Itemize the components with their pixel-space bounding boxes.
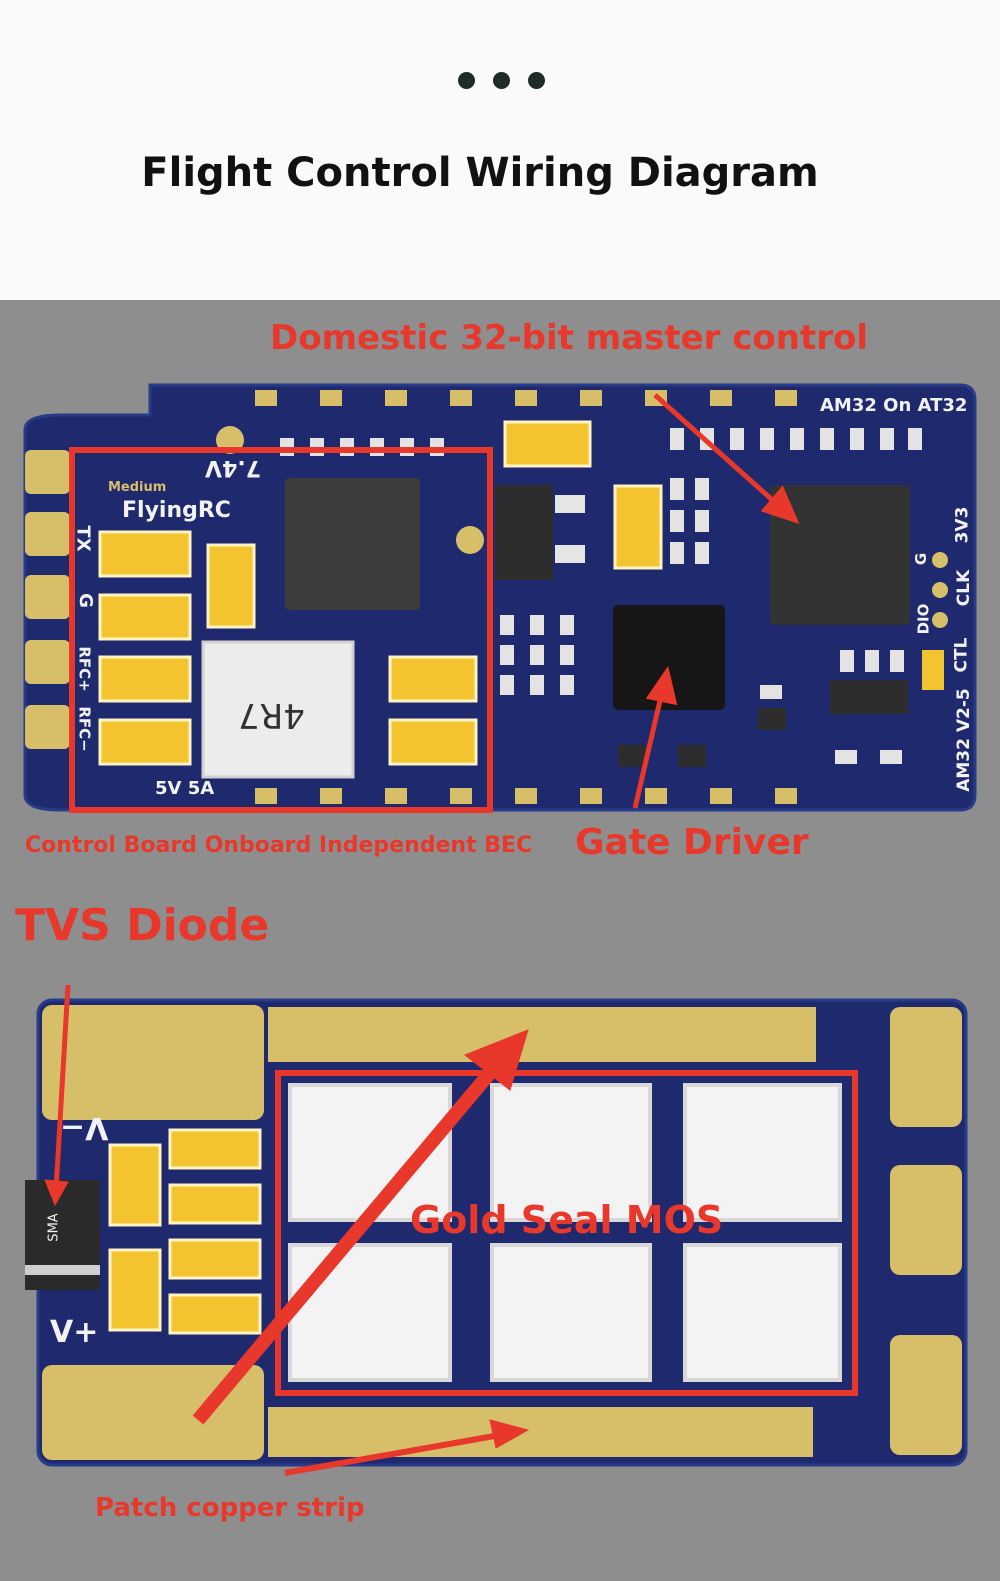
silk-5v-5a: 5V 5A: [155, 778, 215, 799]
silk-brand: FlyingRC: [122, 498, 231, 523]
silk-clk: CLK: [954, 569, 975, 607]
label-gate-driver: Gate Driver: [575, 822, 809, 863]
silk-4r7: 4R7: [238, 695, 305, 735]
silk-tx: TX: [72, 525, 94, 552]
label-tvs-diode: TVS Diode: [15, 900, 270, 951]
label-bec: Control Board Onboard Independent BEC: [25, 833, 533, 858]
bottom-panel: TVS Diode Gold Seal MOS Patch copper str…: [0, 895, 1000, 1581]
silk-ctl: CTL: [951, 637, 972, 673]
top-board-illustration: [23, 383, 977, 813]
label-gold-seal-mos: Gold Seal MOS: [410, 1198, 724, 1242]
silk-am32-at32: AM32 On AT32: [820, 395, 968, 416]
top-panel: Domestic 32-bit master control Control B…: [0, 300, 1000, 895]
silk-dio: DIO: [914, 603, 933, 635]
bottom-board-illustration: [25, 984, 968, 1476]
silk-sma: SMA: [46, 1213, 62, 1242]
dots-icon: [458, 72, 545, 89]
header: Flight Control Wiring Diagram: [0, 0, 1000, 302]
dot: [528, 72, 545, 89]
silk-3v3: 3V3: [952, 506, 973, 544]
silk-v-plus: V+: [50, 1315, 99, 1350]
silk-rfc-minus: RFC−: [75, 706, 94, 752]
label-master-control: Domestic 32-bit master control: [270, 318, 868, 358]
dot: [493, 72, 510, 89]
silk-medium: Medium: [108, 480, 167, 495]
label-copper-strip: Patch copper strip: [95, 1493, 365, 1523]
silk-version: AM32 V2-5: [953, 688, 974, 792]
page-title: Flight Control Wiring Diagram: [141, 150, 819, 196]
silk-7-4v: 7.4V: [205, 455, 261, 480]
silk-v-minus: V−: [60, 1110, 109, 1145]
silk-rfc-plus: RFC+: [75, 646, 94, 692]
silk-g: G: [74, 593, 96, 608]
dot: [458, 72, 475, 89]
silk-g2: G: [912, 552, 931, 566]
